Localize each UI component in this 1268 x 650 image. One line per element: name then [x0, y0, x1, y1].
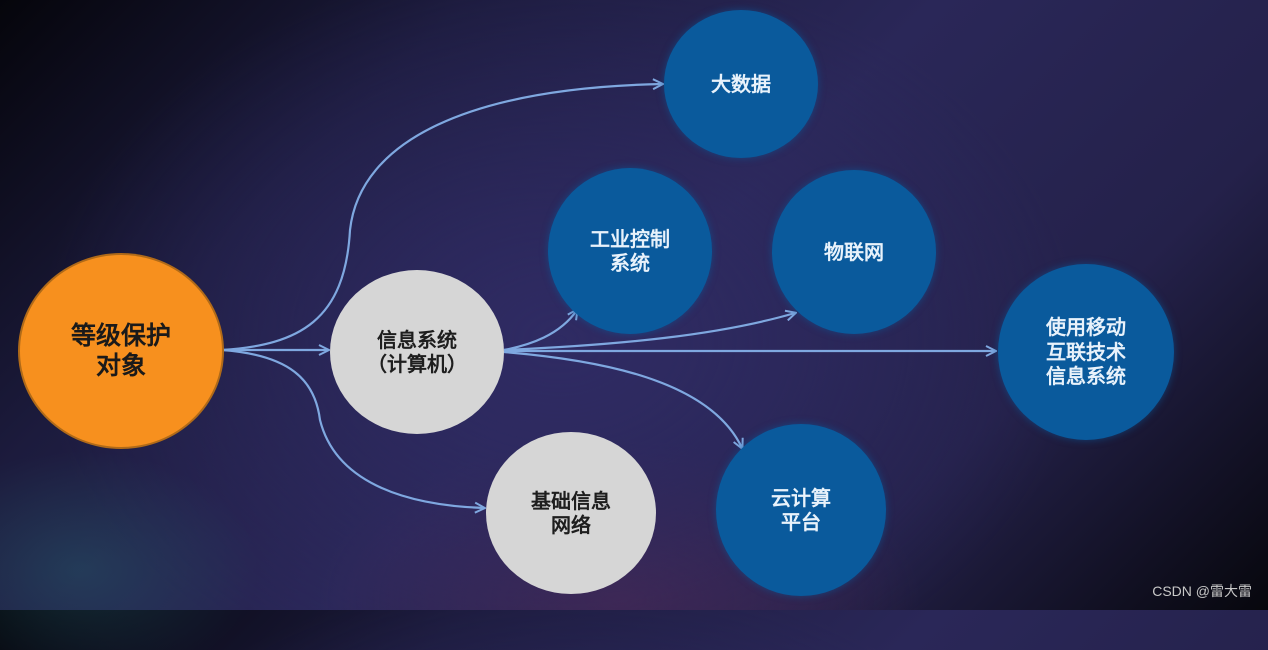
node-label: 等级保护 对象	[70, 320, 171, 381]
edge-info-ics	[503, 310, 577, 352]
node-info-system: 信息系统 （计算机）	[330, 270, 504, 434]
node-cloud-platform: 云计算 平台	[716, 424, 886, 596]
edge-info-iot	[503, 313, 795, 352]
node-label: 大数据	[711, 71, 771, 96]
edge-info-cloud	[503, 350, 742, 448]
node-basic-network: 基础信息 网络	[486, 432, 656, 594]
node-label: 使用移动 互联技术 信息系统	[1046, 315, 1126, 389]
node-label: 工业控制 系统	[590, 226, 670, 275]
edge-root-bigdata	[221, 84, 662, 352]
node-iot: 物联网	[772, 170, 936, 334]
node-label: 云计算 平台	[771, 485, 831, 534]
node-label: 物联网	[824, 239, 884, 264]
node-mobile-internet: 使用移动 互联技术 信息系统	[998, 264, 1174, 440]
node-protection-object: 等级保护 对象	[20, 255, 222, 447]
edge-root-network	[221, 348, 484, 508]
node-big-data: 大数据	[664, 10, 818, 158]
node-label: 信息系统 （计算机）	[367, 327, 467, 376]
watermark: CSDN @雷大雷	[1152, 583, 1252, 599]
node-industrial-control: 工业控制 系统	[548, 168, 712, 334]
node-label: 基础信息 网络	[531, 488, 611, 537]
connector-arrows	[221, 0, 1268, 610]
